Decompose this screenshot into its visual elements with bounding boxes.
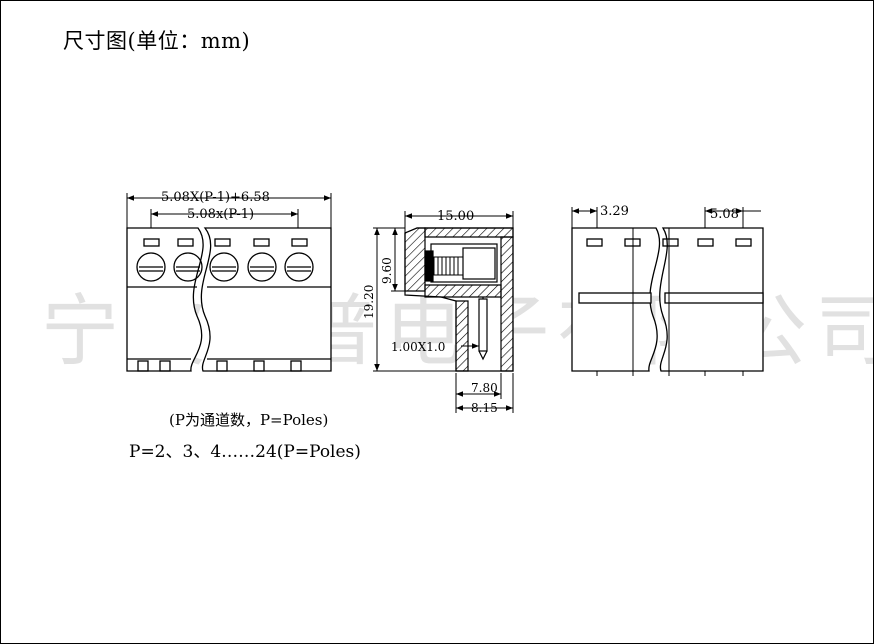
screw-hole — [209, 252, 239, 282]
dim-bottom-a-label: 7.80 — [471, 381, 498, 395]
page-title: 尺寸图(单位：mm) — [63, 29, 251, 53]
dim-pitch-label: 5.08x(P-1) — [187, 207, 254, 222]
dim-upper-height-label: 9.60 — [380, 257, 394, 284]
front-view — [126, 193, 332, 372]
dim-offset-label: 3.29 — [600, 204, 629, 219]
screw-hole — [136, 252, 166, 282]
dim-overall-label: 5.08X(P-1)+6.58 — [161, 190, 270, 205]
dim-height-label: 19.20 — [362, 285, 376, 319]
screw-hole — [247, 252, 277, 282]
screw-hole — [173, 252, 203, 282]
screw-hole — [284, 252, 314, 282]
side-view — [373, 211, 514, 413]
dim-rear-pitch-label: 5.08 — [710, 207, 739, 222]
dim-pin-label: 1.00X1.0 — [391, 340, 445, 354]
rear-view — [571, 207, 764, 376]
dim-bottom-b-label: 8.15 — [471, 401, 498, 415]
poles-range: P=2、3、4……24(P=Poles) — [129, 442, 361, 462]
dim-width-label: 15.00 — [437, 209, 474, 224]
poles-note: (P为通道数，P=Poles) — [169, 411, 329, 429]
